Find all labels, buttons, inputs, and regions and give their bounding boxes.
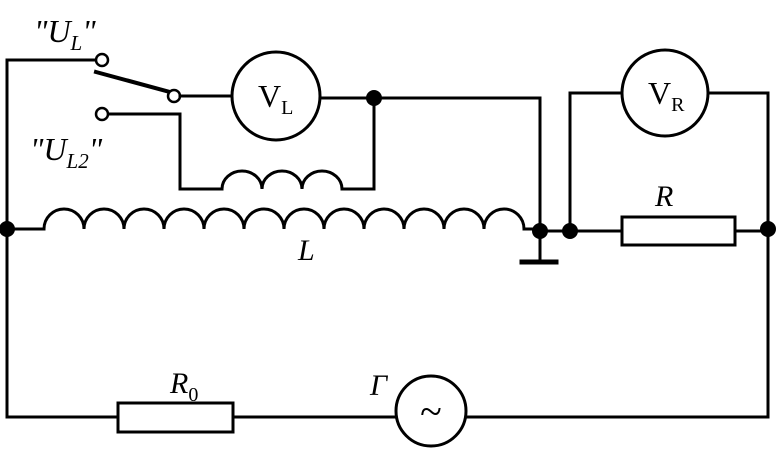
switch-terminal-ul2[interactable] [94,106,110,122]
label-ul2: "UL2" [30,131,103,173]
resistor-r-label: R [654,180,673,213]
switch-pivot-terminal[interactable] [166,88,182,104]
switch-blade[interactable] [93,69,173,95]
node-left [0,221,15,237]
inductor-main-coil [42,207,526,230]
node-ground [532,223,548,239]
resistor-r0-label: R0 [169,367,198,406]
node-r-left [562,223,578,239]
node-tap-top [366,90,382,106]
voltmeter-vl [230,50,322,142]
switch-terminal-ul[interactable] [94,52,110,68]
resistor-r [620,215,737,247]
node-right [760,221,776,237]
generator [394,374,468,448]
resistor-r0 [116,401,235,434]
voltmeter-vr-label: VR [648,75,685,116]
label-ul: "UL" [34,13,96,55]
inductor-label: L [297,234,315,267]
generator-label: Γ [369,369,389,402]
inductor-tap-coil [220,169,344,190]
voltmeter-vl-label: VL [258,78,293,119]
generator-symbol: ~ [420,389,442,434]
